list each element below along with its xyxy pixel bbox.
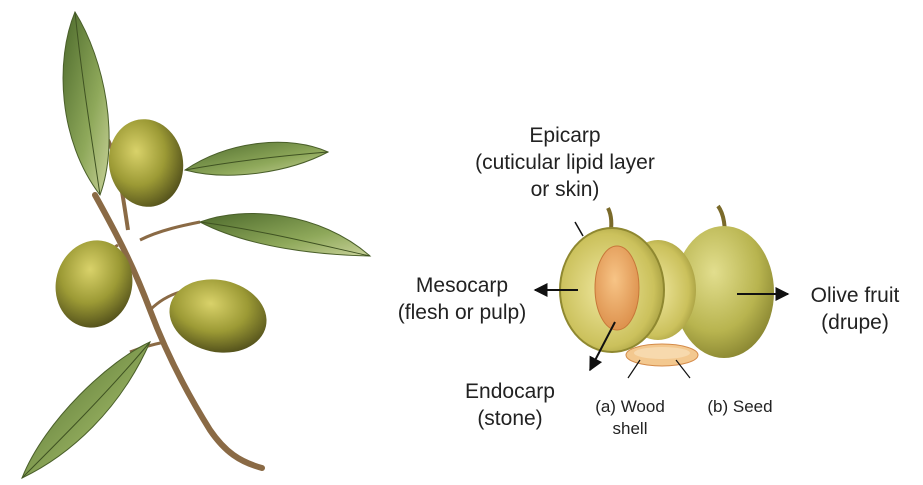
mesocarp-label: Mesocarp (flesh or pulp) <box>392 272 532 326</box>
olive-berry <box>46 232 142 337</box>
olive-fruit-label: Olive fruit (drupe) <box>795 282 915 336</box>
seed-title: (b) Seed <box>690 396 790 418</box>
olive-berry <box>163 271 274 362</box>
wood-shell-title: (a) Wood <box>580 396 680 418</box>
epicarp-desc-line1: (cuticular lipid layer <box>440 149 690 176</box>
mesocarp-desc: (flesh or pulp) <box>392 299 532 326</box>
branch-twig <box>140 222 200 240</box>
wood-shell-label: (a) Wood shell <box>580 396 680 440</box>
epicarp-label: Epicarp (cuticular lipid layer or skin) <box>440 122 690 203</box>
endocarp-desc: (stone) <box>450 405 570 432</box>
olive-stone <box>595 246 639 330</box>
endocarp-title: Endocarp <box>450 378 570 405</box>
seed-label: (b) Seed <box>690 396 790 418</box>
endocarp-label: Endocarp (stone) <box>450 378 570 432</box>
leaf <box>200 213 370 256</box>
epicarp-desc-line2: or skin) <box>440 176 690 203</box>
epicarp-title: Epicarp <box>440 122 690 149</box>
mesocarp-title: Mesocarp <box>392 272 532 299</box>
wood-shell-pointer <box>628 360 640 378</box>
olive-fruit-desc: (drupe) <box>795 309 915 336</box>
epicarp-pointer <box>575 222 583 236</box>
leaf <box>22 342 150 478</box>
olive-fruit-title: Olive fruit <box>795 282 915 309</box>
fruit-diagram <box>560 206 774 366</box>
olive-branch <box>22 12 370 478</box>
olive-berry <box>102 113 190 213</box>
wood-shell-desc: shell <box>580 418 680 440</box>
